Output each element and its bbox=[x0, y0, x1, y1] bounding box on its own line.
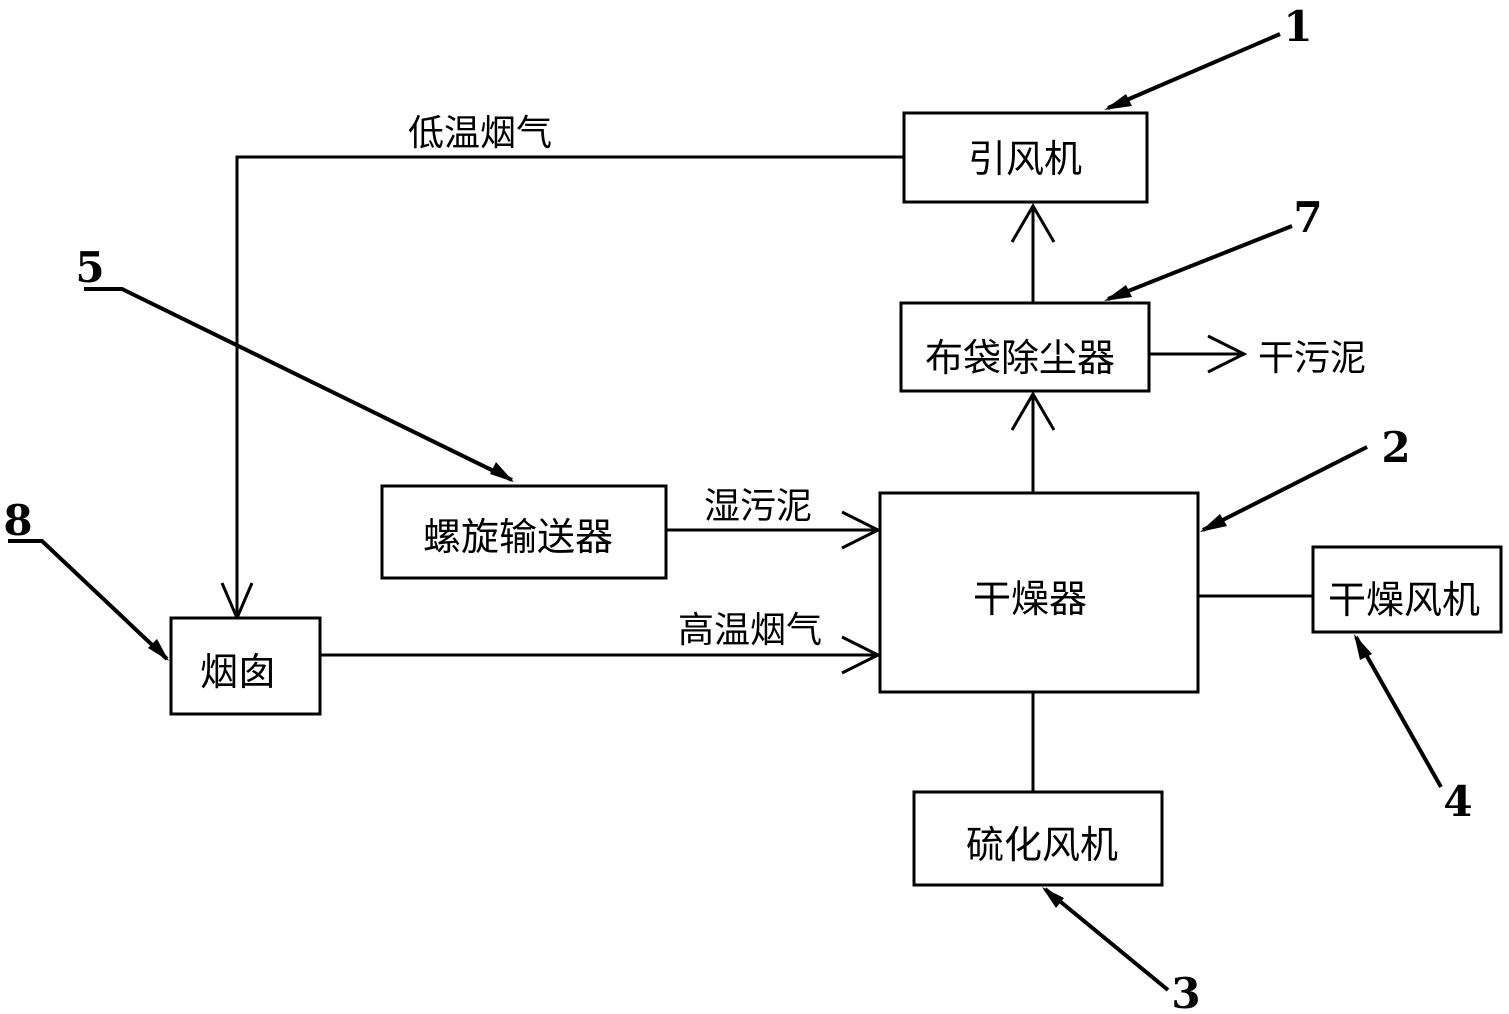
callout-3: 3 bbox=[1171, 969, 1200, 1014]
screw-conveyor-box: 螺旋输送器 bbox=[380, 484, 668, 580]
screw-conveyor-label: 螺旋输送器 bbox=[423, 515, 613, 559]
drying-fan-box: 干燥风机 bbox=[1311, 545, 1503, 634]
arrow-wet-sludge bbox=[841, 510, 882, 550]
drying-fan-label: 干燥风机 bbox=[1328, 578, 1480, 622]
callout-2: 2 bbox=[1381, 423, 1410, 472]
leader-2 bbox=[1202, 445, 1368, 532]
arrow-high-temp-gas bbox=[841, 635, 882, 675]
sulfurization-fan-box: 硫化风机 bbox=[912, 790, 1164, 887]
leader-4 bbox=[1354, 636, 1443, 788]
bag-filter-label: 布袋除尘器 bbox=[925, 336, 1115, 380]
arrow-dry-sludge bbox=[1207, 334, 1248, 374]
chimney-box: 烟囱 bbox=[169, 616, 322, 716]
leader-3 bbox=[1043, 887, 1170, 992]
callout-leaders bbox=[8, 32, 1443, 992]
sulfurization-fan-label: 硫化风机 bbox=[966, 823, 1118, 867]
callout-8: 8 bbox=[3, 496, 32, 545]
leader-5 bbox=[84, 287, 513, 482]
induced-draft-fan-label: 引风机 bbox=[968, 137, 1082, 181]
dryer-box: 干燥器 bbox=[878, 491, 1200, 694]
low-temp-flue-gas-label: 低温烟气 bbox=[408, 113, 552, 154]
leader-7 bbox=[1107, 224, 1293, 301]
callout-7: 7 bbox=[1293, 193, 1322, 242]
high-temp-flue-gas-label: 高温烟气 bbox=[678, 610, 822, 651]
callout-5: 5 bbox=[75, 243, 104, 292]
induced-draft-fan-box: 引风机 bbox=[902, 111, 1149, 204]
callout-1: 1 bbox=[1283, 2, 1312, 51]
arrow-into-fan bbox=[1010, 203, 1056, 243]
connections bbox=[220, 155, 1313, 792]
dry-sludge-label: 干污泥 bbox=[1258, 338, 1366, 379]
dryer-label: 干燥器 bbox=[973, 577, 1087, 621]
arrow-into-filter bbox=[1010, 391, 1056, 431]
callout-4: 4 bbox=[1443, 777, 1472, 826]
bag-filter-box: 布袋除尘器 bbox=[899, 301, 1151, 393]
leader-1 bbox=[1107, 32, 1281, 110]
leader-8 bbox=[8, 539, 169, 661]
wet-sludge-label: 湿污泥 bbox=[704, 486, 812, 527]
chimney-label: 烟囱 bbox=[200, 650, 276, 694]
low-temp-flue-gas-line bbox=[235, 155, 904, 618]
